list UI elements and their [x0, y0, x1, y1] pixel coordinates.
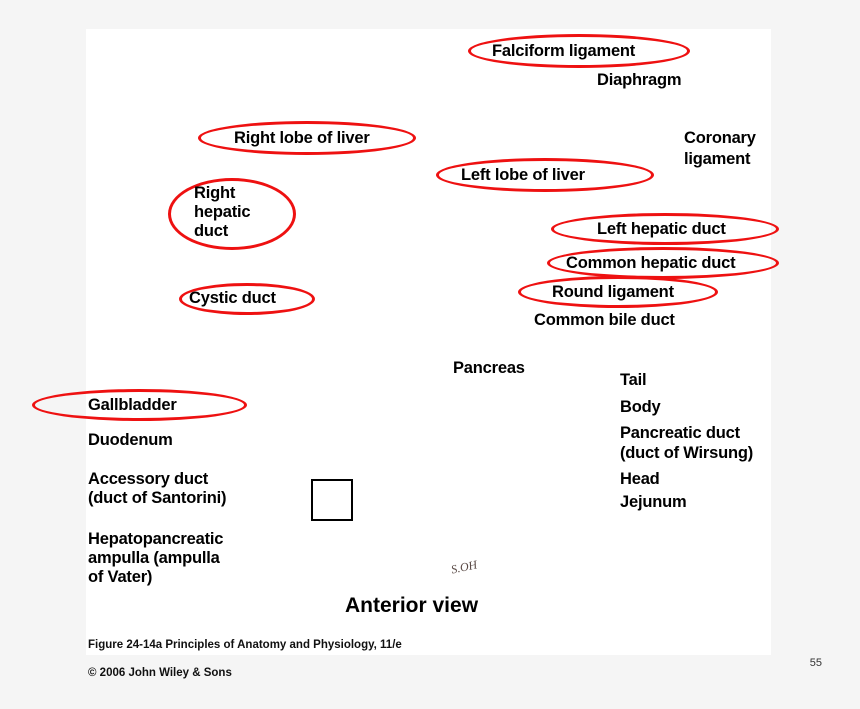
- label-hepatopancreatic-ampulla-line1: Hepatopancreatic: [88, 530, 224, 548]
- label-common-bile-duct: Common bile duct: [534, 311, 675, 329]
- label-common-hepatic-duct: Common hepatic duct: [566, 254, 736, 272]
- annotation-ring-left-lobe-of-liver: [436, 158, 654, 192]
- label-left-hepatic-duct: Left hepatic duct: [597, 220, 726, 238]
- label-coronary-ligament-line1: Coronary: [684, 129, 756, 147]
- figure-view-title: Anterior view: [345, 594, 479, 617]
- label-right-hepatic-duct-line2: hepatic: [194, 203, 251, 221]
- slide-number: 55: [809, 657, 822, 669]
- label-hepatopancreatic-ampulla-line2: ampulla (ampulla: [88, 549, 220, 567]
- annotation-ring-round-ligament: [518, 276, 718, 308]
- label-right-hepatic-duct-line3: duct: [194, 222, 229, 240]
- label-left-lobe-of-liver: Left lobe of liver: [461, 166, 585, 184]
- label-pancreatic-duct-line2: (duct of Wirsung): [620, 444, 754, 462]
- label-body: Body: [620, 398, 661, 416]
- label-cystic-duct: Cystic duct: [189, 289, 276, 307]
- label-right-hepatic-duct-line1: Right: [194, 184, 236, 202]
- label-duodenum: Duodenum: [88, 431, 173, 449]
- label-gallbladder: Gallbladder: [88, 396, 177, 414]
- caption-line-2: © 2006 John Wiley & Sons: [88, 667, 232, 679]
- label-diaphragm: Diaphragm: [597, 71, 682, 89]
- label-tail: Tail: [620, 371, 647, 389]
- figure-caption: Figure 24-14a Principles of Anatomy and …: [88, 624, 402, 694]
- label-round-ligament: Round ligament: [552, 283, 674, 301]
- label-accessory-duct-line1: Accessory duct: [88, 470, 209, 488]
- label-falciform-ligament: Falciform ligament: [492, 42, 636, 60]
- annotation-ring-cystic-duct: [179, 283, 315, 315]
- annotation-ring-right-lobe-of-liver: [198, 121, 416, 155]
- label-hepatopancreatic-ampulla-line3: of Vater): [88, 568, 153, 586]
- label-coronary-ligament-line2: ligament: [684, 150, 751, 168]
- annotation-ring-left-hepatic-duct: [551, 213, 779, 245]
- label-head: Head: [620, 470, 660, 488]
- label-pancreas: Pancreas: [453, 359, 525, 377]
- caption-line-1: Figure 24-14a Principles of Anatomy and …: [88, 639, 402, 651]
- ampulla-highlight-box: [311, 479, 353, 521]
- label-jejunum: Jejunum: [620, 493, 687, 511]
- annotation-ring-gallbladder: [32, 389, 247, 421]
- annotation-ring-falciform-ligament: [468, 34, 690, 68]
- label-accessory-duct-line2: (duct of Santorini): [88, 489, 227, 507]
- annotation-ring-right-hepatic-duct: [168, 178, 296, 250]
- label-pancreatic-duct-line1: Pancreatic duct: [620, 424, 740, 442]
- label-right-lobe-of-liver: Right lobe of liver: [234, 129, 370, 147]
